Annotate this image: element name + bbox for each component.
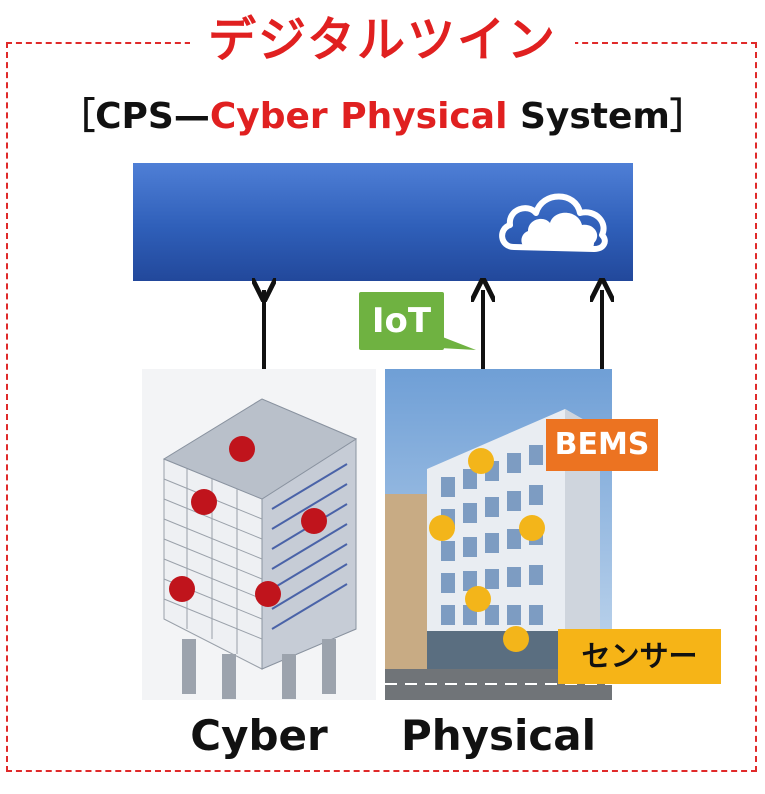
cyber-data-point xyxy=(191,489,217,515)
caption-cyber: Cyber xyxy=(190,711,328,760)
cyber-data-point xyxy=(169,576,195,602)
physical-sensor-point xyxy=(468,448,494,474)
subtitle-system: System］ xyxy=(507,96,706,137)
physical-sensor-point xyxy=(465,586,491,612)
bems-label: BEMS xyxy=(546,419,658,471)
cyber-data-point xyxy=(301,508,327,534)
cyber-data-point xyxy=(255,581,281,607)
physical-sensor-point xyxy=(429,515,455,541)
subtitle: ［CPS—Cyber Physical System］ xyxy=(0,92,765,142)
physical-sensor-point xyxy=(503,626,529,652)
sensor-label: センサー xyxy=(558,629,721,684)
subtitle-cyber-physical: Cyber Physical xyxy=(209,96,508,137)
physical-sensor-point xyxy=(519,515,545,541)
cloud-platform-box xyxy=(133,163,633,281)
page-title: デジタルツイン xyxy=(190,4,575,76)
subtitle-cps: CPS— xyxy=(95,96,210,137)
caption-physical: Physical xyxy=(400,711,597,760)
cyber-data-point xyxy=(229,436,255,462)
subtitle-bracket: ［ xyxy=(59,96,96,137)
cloud-icon xyxy=(499,193,608,252)
iot-label: IoT xyxy=(359,292,444,350)
cyber-building-image xyxy=(142,369,376,700)
